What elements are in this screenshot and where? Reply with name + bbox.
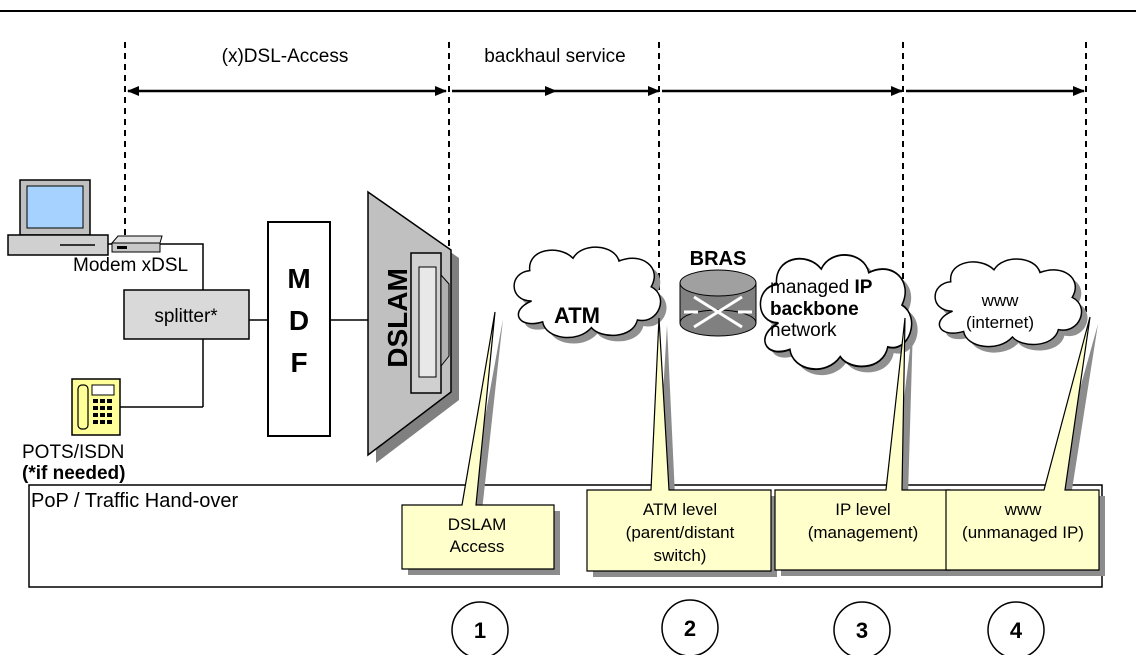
callout-3-line2: (management) xyxy=(808,523,919,542)
mdf-letter-d: D xyxy=(289,305,309,336)
bras-label: BRAS xyxy=(690,248,747,270)
svg-text:4: 4 xyxy=(1010,618,1023,643)
ip-cloud-line2: backbone xyxy=(770,299,859,320)
ip-cloud-line1: managed IP xyxy=(770,277,873,298)
phone-label-line2: (*if needed) xyxy=(22,463,125,484)
svg-text:2: 2 xyxy=(684,616,696,641)
callout-2-text: ATM level (parent/distant switch) xyxy=(626,500,735,565)
callout-1-line1: DSLAM xyxy=(448,515,507,534)
backhaul-label: backhaul service xyxy=(484,46,626,67)
modem-label: Modem xDSL xyxy=(73,255,188,276)
handover-number-4: 4 xyxy=(987,601,1045,655)
phone-label-line1: POTS/ISDN xyxy=(22,442,124,463)
splitter-label: splitter* xyxy=(154,306,218,327)
modem-icon xyxy=(110,235,163,253)
bras-router-icon xyxy=(679,269,757,337)
phone-icon xyxy=(71,378,121,436)
callout-4-line2: (unmanaged IP) xyxy=(962,523,1084,542)
callout-1-line2: Access xyxy=(450,537,505,556)
svg-text:3: 3 xyxy=(856,618,868,643)
ip-cloud-line3: network xyxy=(770,320,837,341)
handover-number-2: 2 xyxy=(661,599,719,655)
callout-4-line1: www xyxy=(1004,500,1043,519)
computer-icon xyxy=(7,179,109,256)
callout-3-text: IP level (management) xyxy=(808,500,919,542)
wiring xyxy=(108,243,368,408)
atm-cloud-label: ATM xyxy=(554,303,600,328)
dslam-shape xyxy=(367,190,459,463)
callout-2-line2: (parent/distant xyxy=(626,523,735,542)
handover-number-1: 1 xyxy=(451,601,509,655)
mdf-letter-f: F xyxy=(290,347,307,378)
www-cloud-line2: (internet) xyxy=(966,313,1034,332)
pop-title: PoP / Traffic Hand-over xyxy=(31,490,238,512)
atm-cloud xyxy=(513,246,667,344)
mdf-letter-m: M xyxy=(287,263,310,294)
dslam-label: DSLAM xyxy=(382,268,413,368)
handover-number-3: 3 xyxy=(833,601,891,655)
callout-2-line1: ATM level xyxy=(643,500,717,519)
mdf-box xyxy=(267,221,331,437)
www-cloud-line1: www xyxy=(981,291,1020,310)
callouts xyxy=(401,311,1100,572)
callout-1-text: DSLAM Access xyxy=(448,515,507,556)
splitter-box xyxy=(123,289,250,340)
callout-3-line1: IP level xyxy=(835,500,890,519)
callout-2-line3: switch) xyxy=(654,546,707,565)
callout-4-text: www (unmanaged IP) xyxy=(962,500,1084,542)
access-label: (x)DSL-Access xyxy=(222,46,349,67)
svg-text:1: 1 xyxy=(474,618,486,643)
